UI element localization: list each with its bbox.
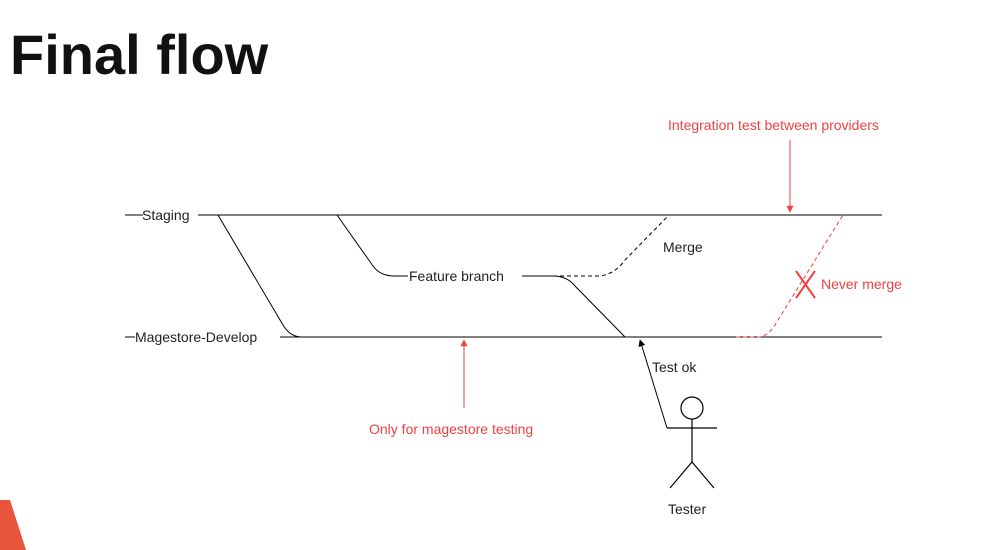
integration-note: Integration test between providers: [668, 117, 879, 133]
page-title: Final flow: [10, 23, 269, 86]
x-mark-icon: [795, 270, 816, 299]
staging-label: Staging: [142, 207, 189, 223]
stick-figure-icon: [667, 396, 717, 489]
test-ok-label: Test ok: [652, 359, 697, 375]
corner-accent-shape: [0, 500, 26, 550]
merge-dashed-line: [553, 214, 670, 277]
staging-to-develop-connector: [217, 214, 303, 338]
feature-to-develop-line: [552, 275, 626, 338]
never-merge-dashed-line: [736, 214, 844, 338]
develop-label: Magestore-Develop: [135, 329, 257, 345]
merge-label: Merge: [663, 239, 703, 255]
tester-label: Tester: [668, 501, 706, 517]
never-merge-label: Never merge: [821, 276, 902, 292]
feature-branch-start-line: [336, 214, 408, 277]
feature-branch-label: Feature branch: [409, 268, 504, 284]
magestore-note: Only for magestore testing: [369, 421, 533, 437]
test-ok-arrow: [638, 339, 668, 429]
